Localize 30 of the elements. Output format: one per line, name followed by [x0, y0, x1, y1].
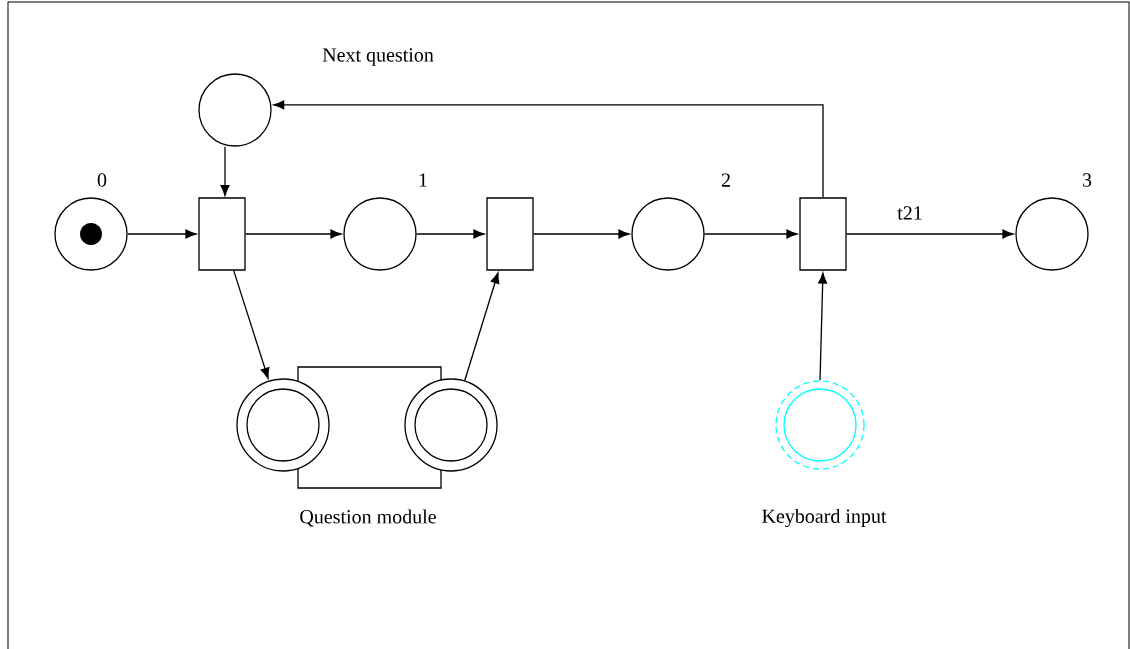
- arrow: [273, 100, 824, 198]
- node-label: 3: [1082, 173, 1092, 187]
- place-circle: [631, 197, 705, 271]
- transition-box: [799, 197, 847, 271]
- node-label: t21: [897, 206, 922, 220]
- arrow: [846, 229, 1014, 239]
- node-label: Keyboard input: [762, 508, 887, 528]
- arrow: [245, 229, 342, 239]
- arrow: [818, 272, 828, 381]
- place-circle: [198, 73, 272, 147]
- arrow: [233, 270, 270, 379]
- place-circle: [343, 197, 417, 271]
- arrow: [704, 229, 798, 239]
- node-label: 0: [97, 173, 107, 187]
- arrow: [127, 229, 197, 239]
- node-label: 2: [721, 173, 730, 187]
- node-label: 1: [419, 173, 427, 187]
- double-circle: [404, 378, 498, 472]
- transition-box: [486, 197, 534, 271]
- node-label: Next question: [322, 48, 434, 66]
- double-circle: [236, 378, 330, 472]
- place-circle: [54, 197, 128, 271]
- arrow: [464, 272, 500, 382]
- place-circle: [1015, 197, 1089, 271]
- double-circle: [775, 380, 865, 470]
- arrow: [533, 229, 630, 239]
- node-label: Question module: [300, 509, 436, 527]
- transition-box: [198, 197, 246, 271]
- arrow: [220, 146, 230, 197]
- arrow: [416, 229, 485, 239]
